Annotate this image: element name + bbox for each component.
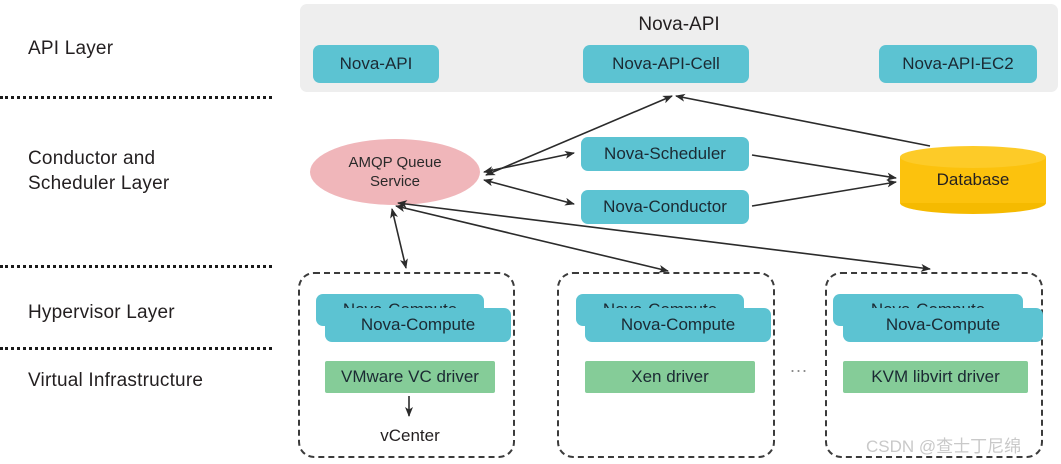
node-nova-conductor[interactable]: Nova-Conductor	[581, 190, 749, 224]
layer-divider-2	[0, 265, 272, 268]
node-amqp-queue-service[interactable]: AMQP Queue Service	[310, 139, 480, 205]
database-cylinder-top	[900, 146, 1046, 168]
node-xen-driver-label: Xen driver	[631, 367, 709, 386]
amqp-queue-label-line1: AMQP Queue	[348, 154, 442, 171]
arrow-amqp-to-scheduler	[483, 150, 575, 175]
layer-label-hypervisor: Hypervisor Layer	[28, 302, 175, 323]
layer-label-conductor: Conductor and Scheduler Layer	[28, 148, 170, 194]
arrow-amqp-to-conductor	[483, 178, 575, 206]
group-ellipsis-separator: ...	[790, 356, 809, 376]
amqp-queue-label-line2: Service	[369, 173, 421, 190]
node-nova-compute-2-label: Nova-Compute	[620, 315, 736, 334]
compute-host-group-3	[825, 272, 1043, 458]
node-nova-compute-2[interactable]: Nova-Compute	[585, 308, 771, 342]
node-vmware-vc-driver[interactable]: VMware VC driver	[325, 361, 495, 393]
layer-label-api: API Layer	[28, 38, 114, 59]
node-vcenter: vCenter	[350, 424, 470, 448]
node-nova-api-ec2-label: Nova-API-EC2	[902, 54, 1014, 73]
node-nova-api-cell[interactable]: Nova-API-Cell	[583, 45, 749, 83]
node-nova-api-label: Nova-API	[339, 54, 413, 73]
node-nova-scheduler-label: Nova-Scheduler	[604, 144, 726, 163]
node-nova-compute-3[interactable]: Nova-Compute	[843, 308, 1043, 342]
node-nova-compute-3-label: Nova-Compute	[885, 315, 1001, 334]
node-kvm-libvirt-driver[interactable]: KVM libvirt driver	[843, 361, 1028, 393]
layer-label-virtual-infrastructure: Virtual Infrastructure	[28, 370, 204, 391]
node-nova-api-ec2[interactable]: Nova-API-EC2	[879, 45, 1037, 83]
compute-host-group-2	[557, 272, 775, 458]
node-nova-conductor-label: Nova-Conductor	[603, 197, 727, 216]
layer-divider-3	[0, 347, 272, 350]
node-database[interactable]: Database	[900, 146, 1046, 214]
arrow-amqp-to-compute-1	[390, 208, 408, 269]
arrow-scheduler-to-database	[751, 154, 897, 181]
api-panel-title: Nova-API	[638, 14, 720, 35]
database-label: Database	[936, 170, 1010, 189]
node-nova-compute-1-label: Nova-Compute	[360, 315, 476, 334]
node-vcenter-label: vCenter	[380, 426, 440, 445]
arrow-conductor-to-database	[751, 179, 897, 207]
node-kvm-libvirt-driver-label: KVM libvirt driver	[871, 367, 1000, 386]
csdn-watermark: CSDN @查士丁尼绵	[866, 437, 1022, 456]
layer-divider-1	[0, 96, 272, 99]
node-nova-scheduler[interactable]: Nova-Scheduler	[581, 137, 749, 171]
node-nova-api[interactable]: Nova-API	[313, 45, 439, 83]
node-nova-api-cell-label: Nova-API-Cell	[612, 54, 720, 73]
node-vmware-vc-driver-label: VMware VC driver	[341, 367, 479, 386]
node-nova-compute-1[interactable]: Nova-Compute	[325, 308, 511, 342]
node-xen-driver[interactable]: Xen driver	[585, 361, 755, 393]
compute-host-group-1	[298, 272, 515, 458]
